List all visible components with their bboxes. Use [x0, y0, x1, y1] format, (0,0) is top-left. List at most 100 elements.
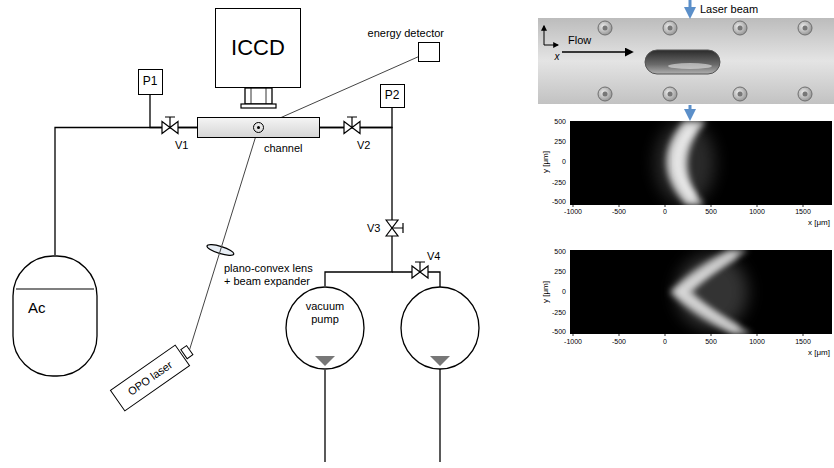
valve-label: V1: [175, 139, 188, 151]
pipe: [55, 128, 197, 256]
image-signal: [670, 250, 752, 334]
objective-ring: [266, 88, 267, 104]
window-slot: [645, 50, 720, 74]
tick-label: 1500: [795, 338, 811, 346]
tick-label: -500: [612, 208, 626, 216]
tick-label: 1000: [749, 338, 765, 346]
node-label: OPO laser: [125, 358, 174, 398]
image-ground: [570, 121, 832, 205]
tick: [803, 334, 804, 336]
valve-label: V2: [357, 139, 370, 151]
liquid-level: [16, 288, 94, 289]
tick-label: 0: [663, 208, 667, 216]
tick-label: 0: [562, 288, 566, 296]
tick: [573, 334, 574, 336]
tick: [803, 205, 804, 207]
screw-head: [603, 26, 608, 31]
objective-ring: [251, 88, 252, 104]
node-label: channel: [264, 142, 303, 155]
screw: [733, 87, 747, 101]
tick-label: -1000: [564, 208, 582, 216]
tick: [757, 334, 758, 336]
screw-head: [738, 26, 743, 31]
axis-title: x [μm]: [808, 219, 830, 228]
node-label: P2: [385, 89, 400, 103]
axis-arrow: [544, 45, 558, 46]
laser-arrow: [689, 105, 692, 115]
tick-label: 250: [554, 268, 566, 276]
vacuum-vessel: [401, 287, 479, 369]
tick: [757, 205, 758, 207]
pipe: [150, 95, 197, 128]
axis-label: x: [555, 51, 560, 62]
screw: [663, 21, 677, 35]
signal-front: [666, 121, 706, 205]
tick-label: 1000: [749, 208, 765, 216]
screw: [598, 21, 612, 35]
tick-label: -250: [552, 179, 566, 187]
flow-label: Flow: [568, 34, 591, 46]
screw: [733, 21, 747, 35]
tick: [619, 334, 620, 336]
screw: [663, 87, 677, 101]
target-dot: [257, 126, 260, 129]
flow-arrow: [562, 51, 632, 53]
lens-label: plano-convex lens + beam expander: [224, 262, 318, 288]
target-mark: [197, 117, 320, 138]
camera-box: ICCD: [215, 8, 301, 88]
axis-title: y [μm]: [542, 151, 551, 173]
tick-label: 500: [705, 338, 717, 346]
vessel-drain: [430, 356, 450, 366]
node-label: energy detector: [368, 27, 444, 40]
acetone-tank: Ac: [12, 255, 98, 377]
channel-photo: [538, 18, 834, 104]
tick-label: 0: [663, 338, 667, 346]
vessel-drain: [315, 356, 335, 366]
tick-label: -500: [552, 328, 566, 336]
screw: [798, 87, 812, 101]
node-label: ICCD: [231, 35, 285, 60]
ticks: [573, 205, 803, 207]
laser-arrow: [689, 0, 692, 13]
tank-wall: [13, 256, 97, 376]
energy-detector: energy detector: [418, 42, 440, 62]
screws: [598, 21, 812, 101]
valve-stem: [415, 262, 425, 272]
valve-label: V4: [427, 250, 440, 262]
laser-nozzle: [180, 345, 193, 359]
signal-halo: [655, 121, 715, 205]
lif-image: [570, 121, 832, 207]
tick: [711, 334, 712, 336]
laser-box: OPO laser: [110, 344, 190, 411]
vessel-wall: [286, 287, 364, 369]
image-signal: [655, 121, 715, 205]
camera-objective: [241, 88, 276, 108]
exhaust-line: [439, 369, 440, 462]
signal-front: [670, 250, 752, 334]
ticks: [573, 334, 803, 336]
screw-head: [668, 92, 673, 97]
axis-arrow: [544, 26, 545, 45]
tick: [665, 334, 666, 336]
beam-label: Laser beam: [700, 3, 758, 15]
image-ground: [570, 250, 832, 334]
node-label: Ac: [28, 299, 46, 316]
signal-core: [677, 128, 694, 198]
vessel-outline: [285, 286, 365, 370]
screw-head: [603, 92, 608, 97]
tick-label: 500: [705, 208, 717, 216]
node-label: P1: [143, 75, 158, 89]
slot-reflection: [668, 63, 712, 69]
valve-label: V3: [367, 222, 380, 234]
objective-flange: [241, 104, 276, 108]
tick: [665, 205, 666, 207]
screw-head: [803, 26, 808, 31]
lif-image: [570, 250, 832, 336]
tick-label: -500: [552, 198, 566, 206]
tick-label: 500: [554, 248, 566, 256]
screw-head: [803, 92, 808, 97]
metal-plate: [538, 18, 834, 104]
tick-label: 250: [554, 138, 566, 146]
tick: [619, 205, 620, 207]
